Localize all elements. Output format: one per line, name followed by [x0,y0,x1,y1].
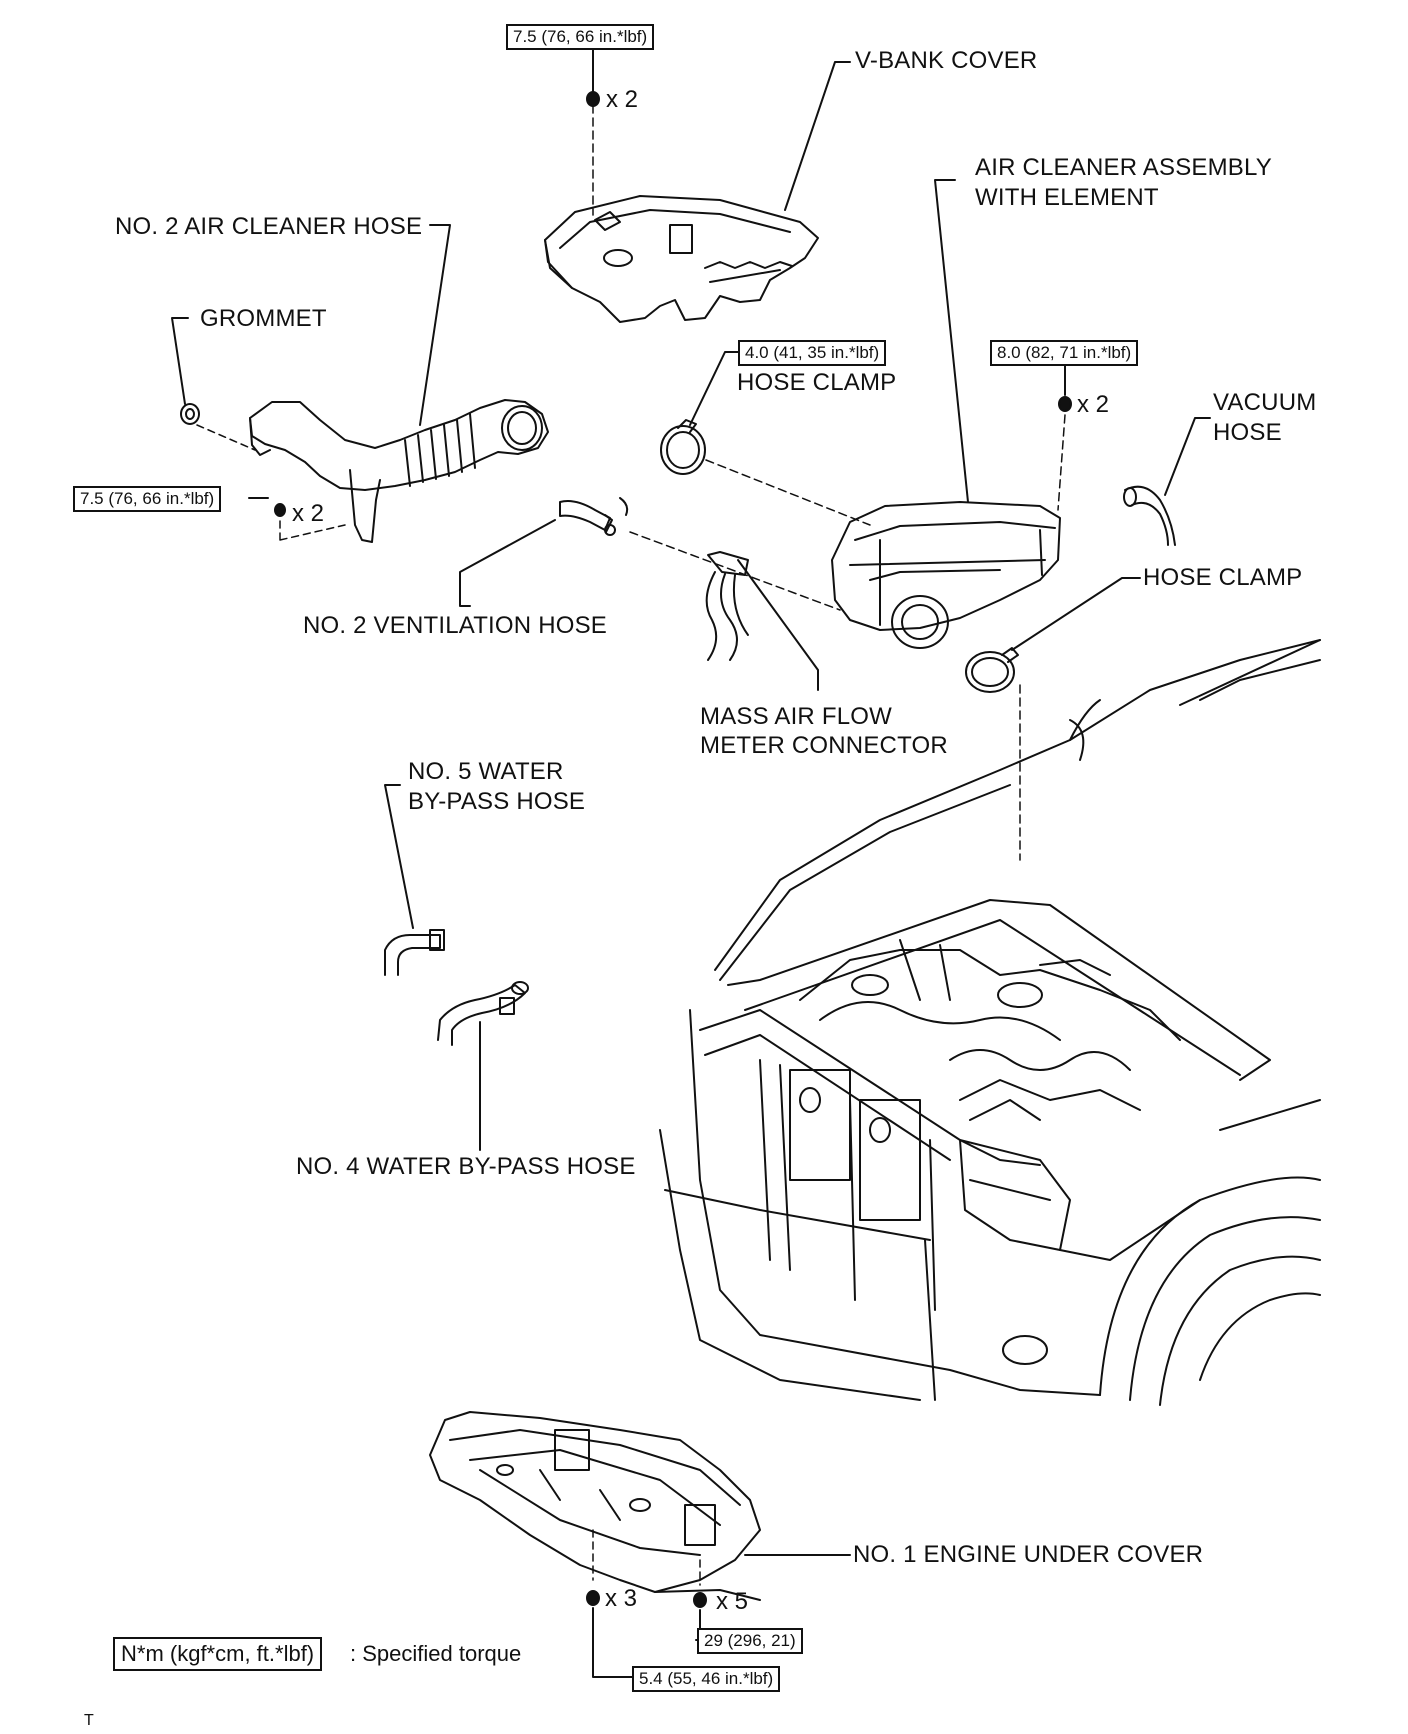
no2-air-cleaner-hose-leader [419,224,451,426]
air-cleaner-leader [934,179,969,503]
no5-water-bypass-leader [384,784,414,929]
count-under-cover-x3: x 3 [605,1585,638,1612]
label-no2-ventilation-hose: NO. 2 VENTILATION HOSE [303,612,608,639]
v-bank-nut-icon [586,91,600,107]
label-vacuum-hose-1: VACUUM [1213,389,1317,416]
no5-water-bypass-hose-part [384,929,445,976]
label-no5-water-bypass-1: NO. 5 WATER [408,758,564,785]
grommet-leader [171,317,189,405]
count-v-bank-nut: x 2 [606,86,639,113]
hose-clamp-upper-part [660,419,706,475]
label-no1-engine-under-cover: NO. 1 ENGINE UNDER COVER [853,1541,1204,1568]
label-mass-air-flow-2: METER CONNECTOR [700,732,948,759]
count-under-cover-x5: x 5 [716,1588,749,1615]
label-grommet: GROMMET [200,305,327,332]
torque-v-bank-nut: 7.5 (76, 66 in.*lbf) [506,24,655,50]
torque-under-cover-x5: 29 (296, 21) [697,1628,803,1654]
count-air-cleaner-bolt: x 2 [1077,391,1110,418]
label-air-cleaner-assembly-1: AIR CLEANER ASSEMBLY [975,154,1272,181]
no2-ventilation-hose-part [559,497,629,536]
vacuum-hose-part [1123,485,1176,546]
air-hose-bolt-icon [274,503,286,517]
v-bank-cover-part [544,195,819,323]
label-no5-water-bypass-2: BY-PASS HOSE [408,788,586,815]
hose-clamp-right-part [965,647,1019,693]
count-air-hose-bolt: x 2 [292,500,325,527]
label-mass-air-flow-1: MASS AIR FLOW [700,703,892,730]
legend-torque-unit-box: N*m (kgf*cm, ft.*lbf) [113,1637,323,1671]
figure-mark: T [84,1712,94,1729]
label-v-bank-cover: V-BANK COVER [855,47,1038,74]
under-cover-x3-torque-leader [592,1607,633,1678]
air-cleaner-bolt-icon [1058,396,1072,412]
vacuum-hose-leader [1164,417,1211,496]
torque-air-hose-bolt: 7.5 (76, 66 in.*lbf) [73,486,222,512]
hose-clamp-right-leader [1011,577,1141,651]
mass-air-flow-connector-part [705,551,749,661]
no2-air-cleaner-hose-part [249,399,549,543]
label-vacuum-hose-2: HOSE [1213,419,1282,446]
mass-air-flow-leader [737,559,819,691]
grommet-part [180,403,200,425]
v-bank-leader [784,61,851,211]
label-air-cleaner-assembly-2: WITH ELEMENT [975,184,1159,211]
no1-engine-under-cover-part [429,1411,761,1601]
torque-air-cleaner-bolt: 8.0 (82, 71 in.*lbf) [990,340,1139,366]
no4-water-bypass-hose-part [437,981,529,1046]
vehicle-front-outline [659,639,1321,1406]
under-cover-bolt-x5-icon [693,1592,707,1608]
label-hose-clamp-right: HOSE CLAMP [1143,564,1303,591]
hose-clamp-upper-leader [689,351,739,426]
under-cover-bolt-x3-icon [586,1590,600,1606]
no2-ventilation-hose-leader [459,519,556,607]
label-hose-clamp-upper: HOSE CLAMP [737,369,897,396]
label-no2-air-cleaner-hose: NO. 2 AIR CLEANER HOSE [115,213,423,240]
torque-hose-clamp: 4.0 (41, 35 in.*lbf) [738,340,887,366]
torque-under-cover-x3: 5.4 (55, 46 in.*lbf) [632,1666,781,1692]
label-no4-water-bypass-hose: NO. 4 WATER BY-PASS HOSE [296,1153,636,1180]
air-cleaner-assembly-part [831,501,1061,649]
legend-torque-text: : Specified torque [350,1641,522,1666]
